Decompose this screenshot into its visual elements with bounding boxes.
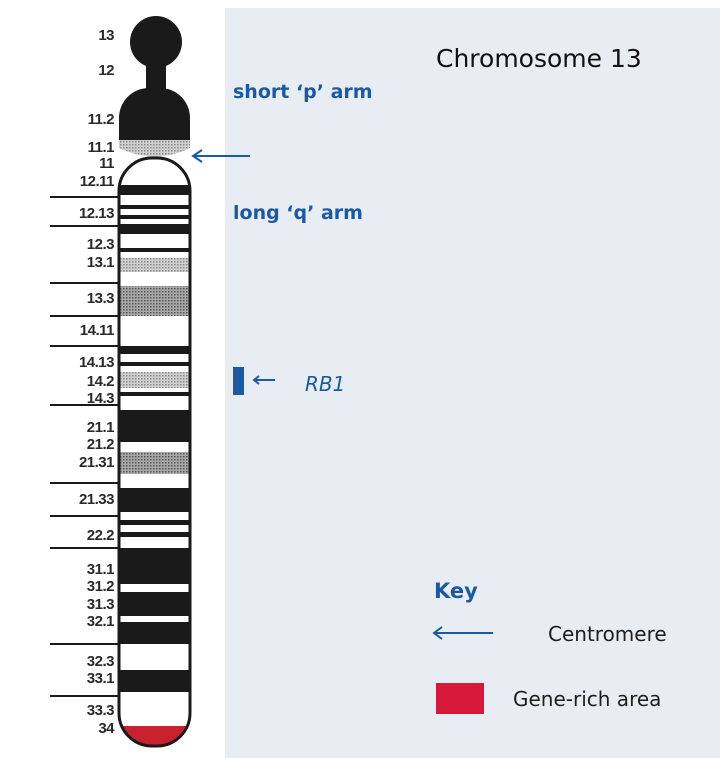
centromere-arrow <box>193 150 250 162</box>
long-arm-label: long ‘q’ arm <box>233 202 363 224</box>
band-13-1 <box>119 258 190 272</box>
p-arm <box>119 16 190 157</box>
band-21-31 <box>119 452 190 474</box>
band-14-2 <box>119 372 190 388</box>
band-33-1 <box>119 670 190 692</box>
band-12-13 <box>119 224 190 234</box>
band-31-3 <box>119 592 190 616</box>
key-gene-rich-swatch <box>436 683 484 714</box>
key-centromere-label: Centromere <box>548 622 667 646</box>
chart-title: Chromosome 13 <box>436 44 642 73</box>
band-13-3 <box>119 286 190 316</box>
band-12-11 <box>119 185 190 195</box>
key-gene-rich-label: Gene-rich area <box>513 687 661 711</box>
rb1-marker <box>233 367 244 395</box>
band-31-1 <box>119 548 190 584</box>
band-14-11 <box>119 346 190 354</box>
rb1-arrow <box>254 376 275 384</box>
band-11-1 <box>119 140 190 157</box>
band-21-33 <box>119 488 190 512</box>
short-arm-label: short ‘p’ arm <box>233 81 373 103</box>
rb1-label: RB1 <box>305 372 345 396</box>
band-22-2 <box>119 532 190 537</box>
q-arm <box>119 158 190 746</box>
key-centromere-arrow <box>434 627 493 639</box>
key-heading: Key <box>434 579 478 603</box>
band-dividers <box>50 197 119 696</box>
band-32-1 <box>119 622 190 644</box>
stalk-band <box>146 60 166 92</box>
band-21-1 <box>119 410 190 442</box>
